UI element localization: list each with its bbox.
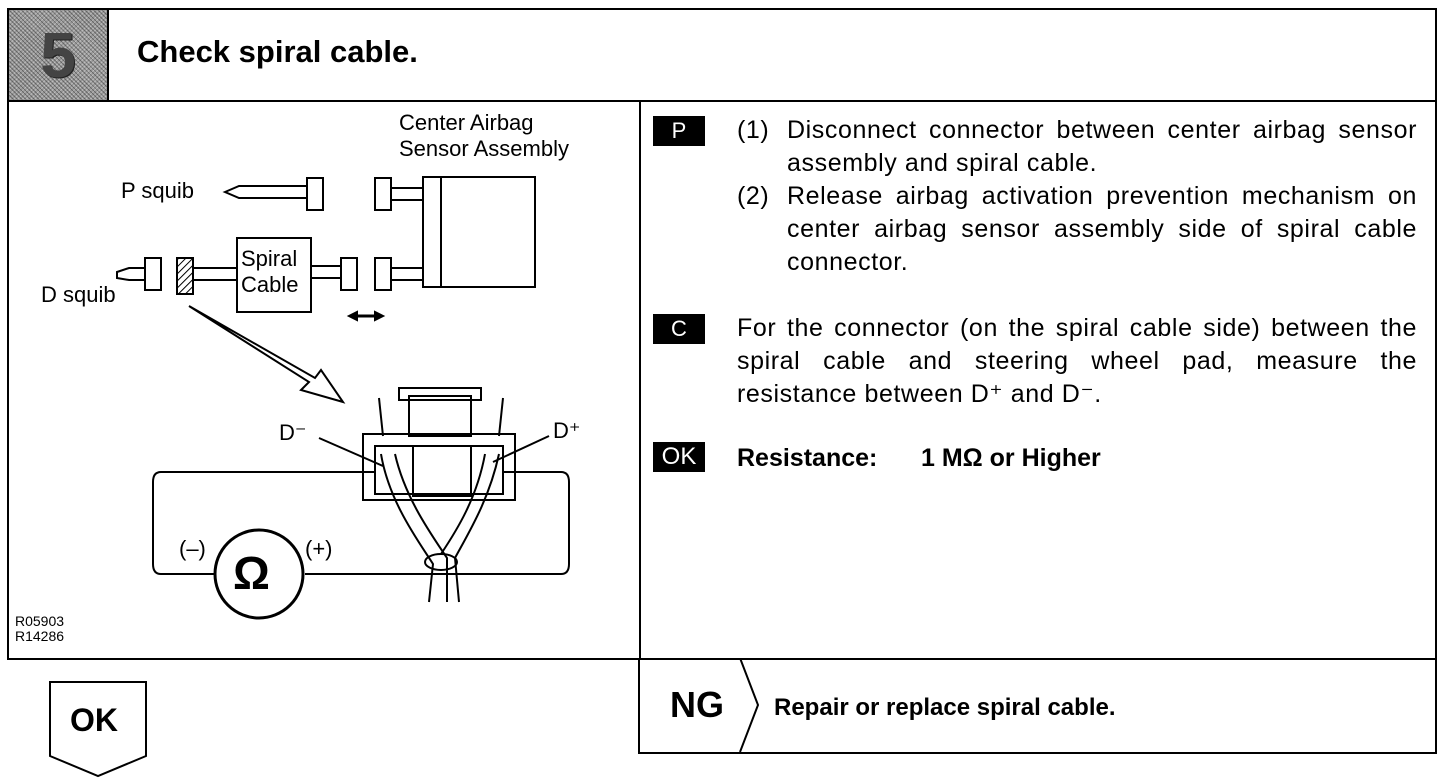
p-squib-connector: [306, 177, 324, 211]
step-1-text: Disconnect connector between center airb…: [787, 116, 1417, 177]
p-squib-plug: [222, 185, 308, 199]
step-frame: 5 Check spiral cable.: [7, 8, 1437, 660]
step-2: (2) Release airbag activation prevention…: [737, 180, 1417, 280]
spiral-label-2: Cable: [241, 272, 299, 297]
step-title: Check spiral cable.: [137, 34, 418, 69]
check-text: For the connector (on the spiral cable s…: [737, 314, 1417, 408]
probe-lead-plus: [440, 453, 500, 603]
sensor-assembly-box: [422, 176, 536, 288]
check-instruction: For the connector (on the spiral cable s…: [737, 312, 1417, 411]
zoom-connector-body: [362, 433, 516, 501]
step-number-box: 5: [9, 10, 109, 100]
sensor-connector-strip: [422, 176, 442, 288]
spiral-label-1: Spiral: [241, 246, 298, 271]
ng-chevron: [739, 658, 760, 752]
meter-plus-label: (+): [305, 536, 333, 561]
ng-result-label: NG: [670, 684, 724, 725]
figure-code-2: R14286: [15, 628, 65, 644]
spiral-pad-connector: [176, 257, 194, 295]
p-squib-label: P squib: [121, 178, 194, 203]
center-airbag-label-1: Center Airbag: [399, 110, 534, 135]
ng-action-text: Repair or replace spiral cable.: [774, 694, 1116, 721]
meter-minus-label: (–): [179, 536, 206, 561]
step-2-text: Release airbag activation prevention mec…: [787, 182, 1417, 276]
d-plus-label: D⁺: [553, 418, 581, 443]
step-1: (1) Disconnect connector between center …: [737, 114, 1417, 182]
callout-arrow: [188, 305, 346, 404]
probe-lead-minus: [380, 453, 448, 603]
diagram-drawing: [116, 176, 570, 620]
step-header: 5 Check spiral cable.: [9, 10, 1435, 102]
figure-code: R05903 R14286: [15, 614, 64, 644]
p-sensor-connector: [374, 177, 392, 211]
wiring-diagram: Center Airbag Sensor Assembly P squib D …: [9, 102, 639, 660]
spiral-side-connector: [340, 257, 358, 291]
ng-result-box: NG Repair or replace spiral cable.: [638, 658, 1437, 754]
d-minus-pointer: [318, 437, 384, 467]
ok-result-arrow: [49, 681, 147, 778]
step-2-num: (2): [737, 182, 770, 210]
meter-lead-right: [305, 471, 570, 575]
d-squib-label: D squib: [41, 282, 116, 307]
step-number: 5: [40, 19, 76, 91]
d-minus-label: D⁻: [279, 420, 307, 445]
badge-p: P: [653, 116, 705, 146]
spiral-cable-box: [236, 237, 312, 313]
center-airbag-label-2: Sensor Assembly: [399, 136, 569, 161]
badge-c: C: [653, 314, 705, 344]
column-divider: [639, 100, 641, 660]
badge-ok: OK: [653, 442, 705, 472]
d-plus-pointer: [492, 435, 550, 463]
ohm-symbol: Ω: [233, 547, 270, 599]
figure-code-1: R05903: [15, 613, 65, 629]
step-1-num: (1): [737, 116, 770, 144]
resistance-value: 1 MΩ or Higher: [921, 444, 1101, 472]
ohmmeter-icon: [213, 528, 305, 620]
meter-lead-left: [152, 471, 375, 575]
d-squib-connector: [144, 257, 162, 291]
resistance-label: Resistance:: [737, 444, 878, 472]
ok-result-label: OK: [70, 702, 118, 738]
d-squib-plug: [116, 267, 146, 281]
sensor-side-connector: [374, 257, 392, 291]
